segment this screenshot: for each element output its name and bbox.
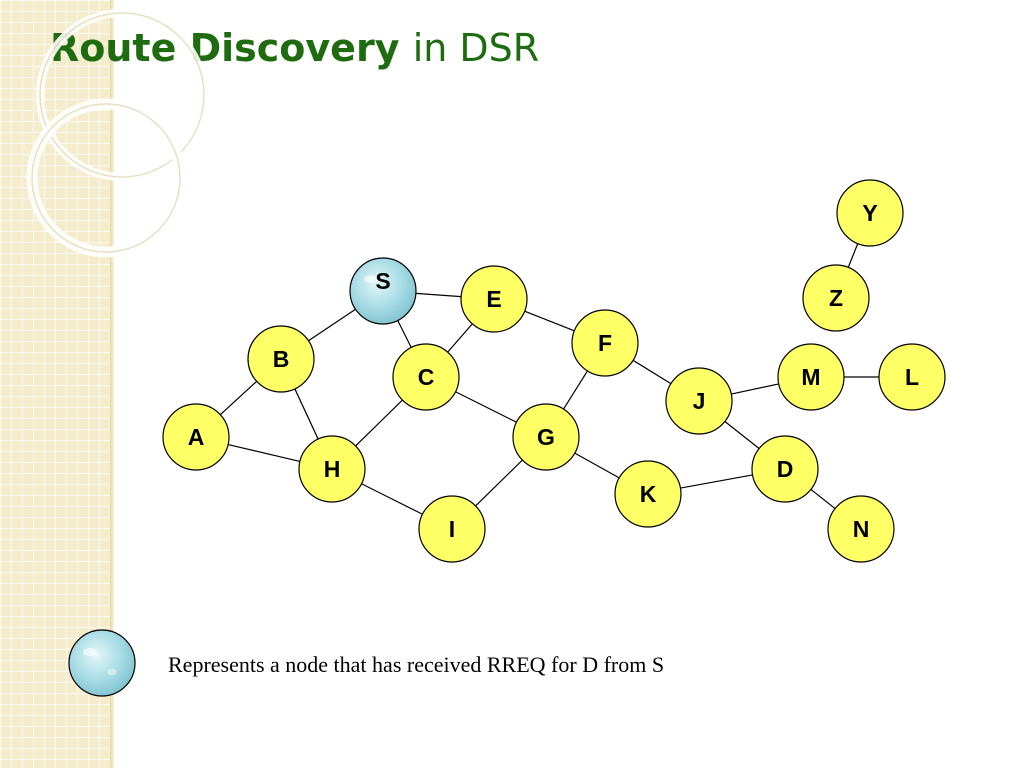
node-circle bbox=[392, 343, 460, 411]
decorative-rings bbox=[26, 9, 208, 258]
node-circle bbox=[247, 325, 315, 393]
node-circle bbox=[836, 179, 904, 247]
edge-c-g bbox=[455, 391, 517, 423]
node-label: B bbox=[273, 346, 290, 372]
edge-a-h bbox=[227, 443, 301, 463]
node-label: D bbox=[777, 456, 794, 482]
node-circle bbox=[802, 264, 870, 332]
node-b: B bbox=[247, 325, 315, 393]
node-circle bbox=[418, 495, 486, 563]
node-z: Z bbox=[802, 264, 870, 332]
edge-s-c bbox=[397, 320, 412, 348]
node-layer: S E F B C A H G I K J D N M L Z Y bbox=[162, 179, 946, 563]
node-label: J bbox=[693, 388, 706, 414]
node-label: L bbox=[905, 364, 919, 390]
node-circle bbox=[571, 309, 639, 377]
node-f: F bbox=[571, 309, 639, 377]
node-label: C bbox=[418, 364, 435, 390]
node-y: Y bbox=[836, 179, 904, 247]
node-h: H bbox=[298, 435, 366, 503]
edge-g-k bbox=[574, 452, 620, 479]
edge-h-i bbox=[361, 483, 423, 515]
node-circle bbox=[878, 343, 946, 411]
legend-text: Represents a node that has received RREQ… bbox=[168, 652, 665, 677]
node-label: H bbox=[324, 456, 341, 482]
edge-b-h bbox=[294, 388, 319, 440]
edge-b-a bbox=[219, 380, 258, 416]
node-label: K bbox=[640, 481, 657, 507]
edge-g-f bbox=[563, 370, 588, 410]
node-circle bbox=[827, 495, 895, 563]
node-c: C bbox=[392, 343, 460, 411]
node-circle bbox=[614, 460, 682, 528]
edge-z-y bbox=[847, 243, 859, 268]
node-circle bbox=[777, 343, 845, 411]
side-strip-edge bbox=[110, 0, 114, 768]
node-label: F bbox=[598, 330, 612, 356]
node-n: N bbox=[827, 495, 895, 563]
bubble-highlight bbox=[364, 275, 378, 283]
edge-s-e bbox=[415, 292, 462, 298]
node-m: M bbox=[777, 343, 845, 411]
edge-c-h bbox=[355, 399, 403, 447]
node-a: A bbox=[162, 403, 230, 471]
decorative-ring-top-edge bbox=[39, 12, 205, 178]
node-label: Z bbox=[829, 285, 843, 311]
node-e: E bbox=[460, 265, 528, 333]
slide-title: Route Discovery in DSR bbox=[50, 24, 539, 72]
edge-d-n bbox=[810, 488, 836, 510]
node-label: M bbox=[801, 364, 820, 390]
legend-node bbox=[68, 629, 136, 697]
node-circle bbox=[460, 265, 528, 333]
decorative-ring-bottom-edge bbox=[31, 103, 181, 253]
node-circle bbox=[512, 403, 580, 471]
node-circle bbox=[751, 435, 819, 503]
node-label: E bbox=[486, 286, 501, 312]
node-j: J bbox=[665, 367, 733, 435]
edge-e-f bbox=[524, 310, 575, 332]
legend-bubble-highlight bbox=[83, 648, 97, 656]
node-label: G bbox=[537, 424, 555, 450]
edge-j-m bbox=[731, 383, 779, 395]
legend-node-circle bbox=[68, 629, 136, 697]
node-circle bbox=[665, 367, 733, 435]
node-label: N bbox=[853, 516, 870, 542]
node-k: K bbox=[614, 460, 682, 528]
edge-s-b bbox=[308, 308, 356, 342]
node-s: S bbox=[349, 257, 417, 325]
node-label: I bbox=[449, 516, 455, 542]
node-circle bbox=[162, 403, 230, 471]
node-circle bbox=[349, 257, 417, 325]
edge-e-c bbox=[447, 323, 473, 353]
node-circle bbox=[298, 435, 366, 503]
legend-bubble-highlight bbox=[107, 669, 117, 675]
node-label: Y bbox=[862, 200, 877, 226]
edge-k-d bbox=[680, 474, 753, 489]
node-g: G bbox=[512, 403, 580, 471]
edge-layer bbox=[219, 243, 879, 515]
edge-f-j bbox=[632, 359, 672, 385]
node-label: A bbox=[188, 424, 205, 450]
node-i: I bbox=[418, 495, 486, 563]
title-light: in DSR bbox=[412, 26, 540, 70]
node-l: L bbox=[878, 343, 946, 411]
title-strong: Route Discovery bbox=[50, 26, 400, 70]
node-label: S bbox=[375, 268, 390, 294]
edge-g-i bbox=[475, 459, 523, 507]
node-d: D bbox=[751, 435, 819, 503]
edge-j-d bbox=[724, 420, 760, 450]
